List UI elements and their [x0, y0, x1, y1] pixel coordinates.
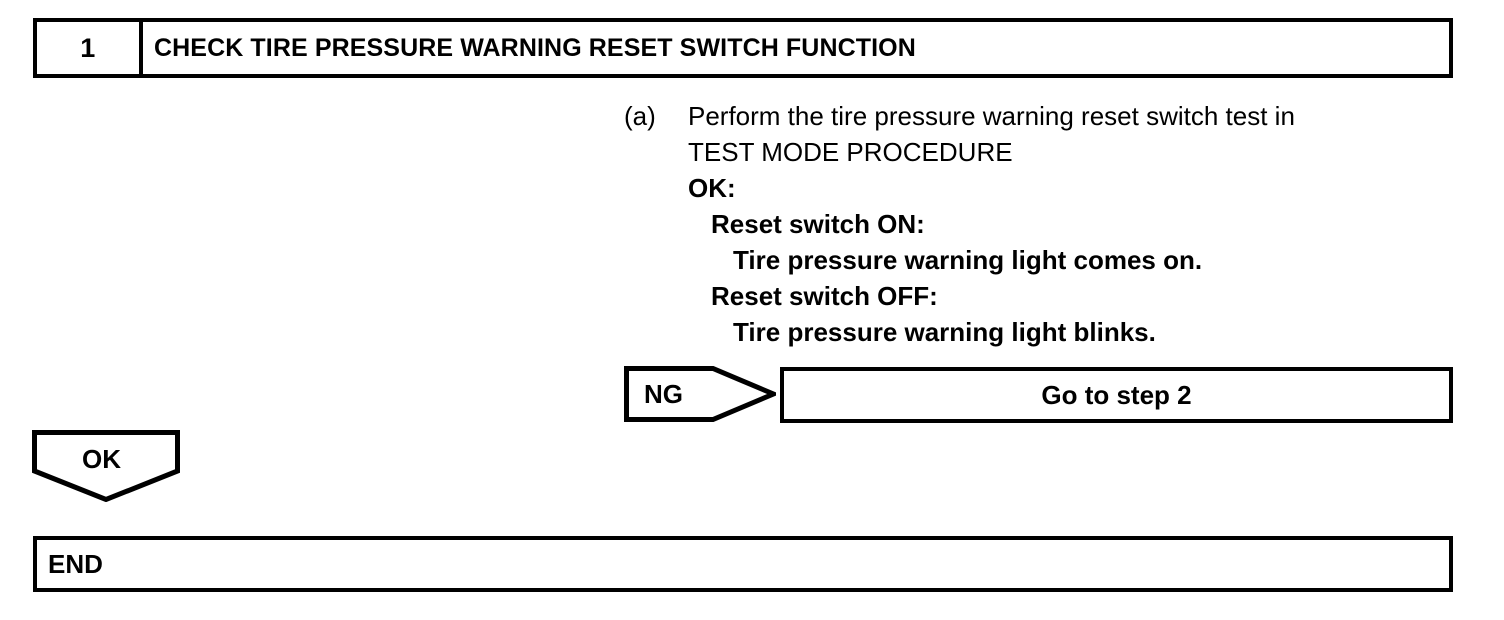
- ok-arrow-label: OK: [82, 444, 121, 474]
- go-to-step-label: Go to step 2: [1041, 380, 1192, 410]
- step-header-row: 1 CHECK TIRE PRESSURE WARNING RESET SWIT…: [33, 18, 1453, 78]
- instruction-line: Reset switch ON:: [624, 208, 1464, 244]
- instruction-line: Reset switch OFF:: [624, 280, 1464, 316]
- instruction-text: Reset switch ON:: [711, 209, 925, 239]
- instruction-block: (a) Perform the tire pressure warning re…: [624, 100, 1464, 352]
- instruction-text: Tire pressure warning light comes on.: [733, 245, 1203, 275]
- step-title: CHECK TIRE PRESSURE WARNING RESET SWITCH…: [154, 33, 916, 62]
- ng-arrow-svg: [624, 366, 776, 422]
- instruction-line: TEST MODE PROCEDURE: [624, 136, 1464, 172]
- step-title-cell: CHECK TIRE PRESSURE WARNING RESET SWITCH…: [143, 22, 1449, 74]
- instruction-text: TEST MODE PROCEDURE: [688, 137, 1013, 167]
- instruction-line: (a) Perform the tire pressure warning re…: [624, 100, 1464, 136]
- instruction-line: OK:: [624, 172, 1464, 208]
- ok-arrow-shape: [32, 430, 180, 502]
- ok-arrow-svg: [32, 430, 180, 502]
- instruction-text: Reset switch OFF:: [711, 281, 938, 311]
- end-box: END: [33, 536, 1453, 592]
- step-number: 1: [80, 32, 96, 63]
- ok-criteria-heading: OK:: [688, 173, 736, 203]
- step-number-cell: 1: [37, 22, 143, 74]
- instruction-text: Tire pressure warning light blinks.: [733, 317, 1156, 347]
- instruction-line: Tire pressure warning light blinks.: [624, 316, 1464, 352]
- ng-arrow-shape: [624, 366, 776, 422]
- instruction-text: Perform the tire pressure warning reset …: [688, 101, 1295, 131]
- instruction-marker: (a): [624, 101, 656, 131]
- go-to-step-box[interactable]: Go to step 2: [780, 367, 1453, 423]
- ng-arrow-label: NG: [644, 379, 683, 409]
- instruction-line: Tire pressure warning light comes on.: [624, 244, 1464, 280]
- end-label: END: [48, 549, 103, 579]
